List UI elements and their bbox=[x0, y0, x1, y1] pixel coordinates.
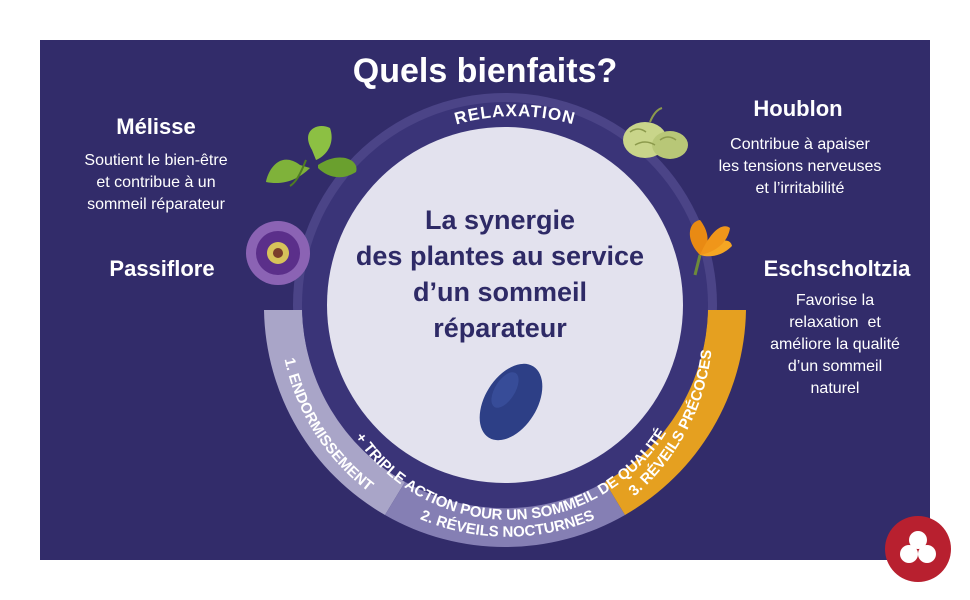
hop-cone-icon bbox=[623, 107, 688, 159]
eschscholtzia-line-5: naturel bbox=[810, 380, 860, 397]
eschscholtzia-line-2: relaxation et bbox=[789, 314, 881, 331]
center-text-line-2: des plantes au service bbox=[355, 241, 645, 271]
segment-reveils-nocturnes bbox=[385, 482, 625, 547]
center-text-line-1: La synergie bbox=[424, 205, 576, 235]
melisse-line-1: Soutient le bien-être bbox=[84, 152, 228, 169]
houblon-line-2: les tensions nerveuses bbox=[718, 158, 882, 175]
passion-flower-icon bbox=[246, 221, 310, 285]
houblon-description: Contribue à apaiser les tensions nerveus… bbox=[690, 134, 910, 200]
eschscholtzia-description: Favorise la relaxation et améliore la qu… bbox=[740, 290, 930, 400]
eschscholtzia-line-1: Favorise la bbox=[795, 292, 875, 309]
center-text-line-3: d’un sommeil bbox=[412, 277, 588, 307]
center-text-line-4: réparateur bbox=[433, 313, 567, 343]
california-poppy-icon bbox=[689, 220, 732, 276]
melisse-description: Soutient le bien-être et contribue à un … bbox=[56, 150, 256, 216]
houblon-name: Houblon bbox=[753, 96, 843, 121]
center-text: La synergie des plantes au service d’un … bbox=[330, 202, 670, 346]
segment-reveils-precoces bbox=[605, 310, 746, 515]
houblon-line-1: Contribue à apaiser bbox=[730, 136, 870, 153]
melisse-line-2: et contribue à un bbox=[96, 174, 216, 191]
tablet-icon bbox=[479, 363, 543, 441]
segment-endormissement bbox=[264, 310, 405, 515]
brand-badge-icon bbox=[885, 516, 951, 582]
eschscholtzia-name: Eschscholtzia bbox=[763, 256, 911, 281]
passiflore-name: Passiflore bbox=[109, 256, 215, 281]
houblon-line-3: et l’irritabilité bbox=[755, 180, 845, 197]
center-disc bbox=[327, 127, 683, 483]
eschscholtzia-line-4: d’un sommeil bbox=[787, 358, 883, 375]
eschscholtzia-line-3: améliore la qualité bbox=[770, 336, 900, 353]
page-title: Quels bienfaits? bbox=[352, 52, 618, 90]
lemon-balm-leaf-icon bbox=[266, 126, 357, 187]
melisse-name: Mélisse bbox=[116, 114, 196, 139]
melisse-line-3: sommeil réparateur bbox=[87, 196, 225, 213]
